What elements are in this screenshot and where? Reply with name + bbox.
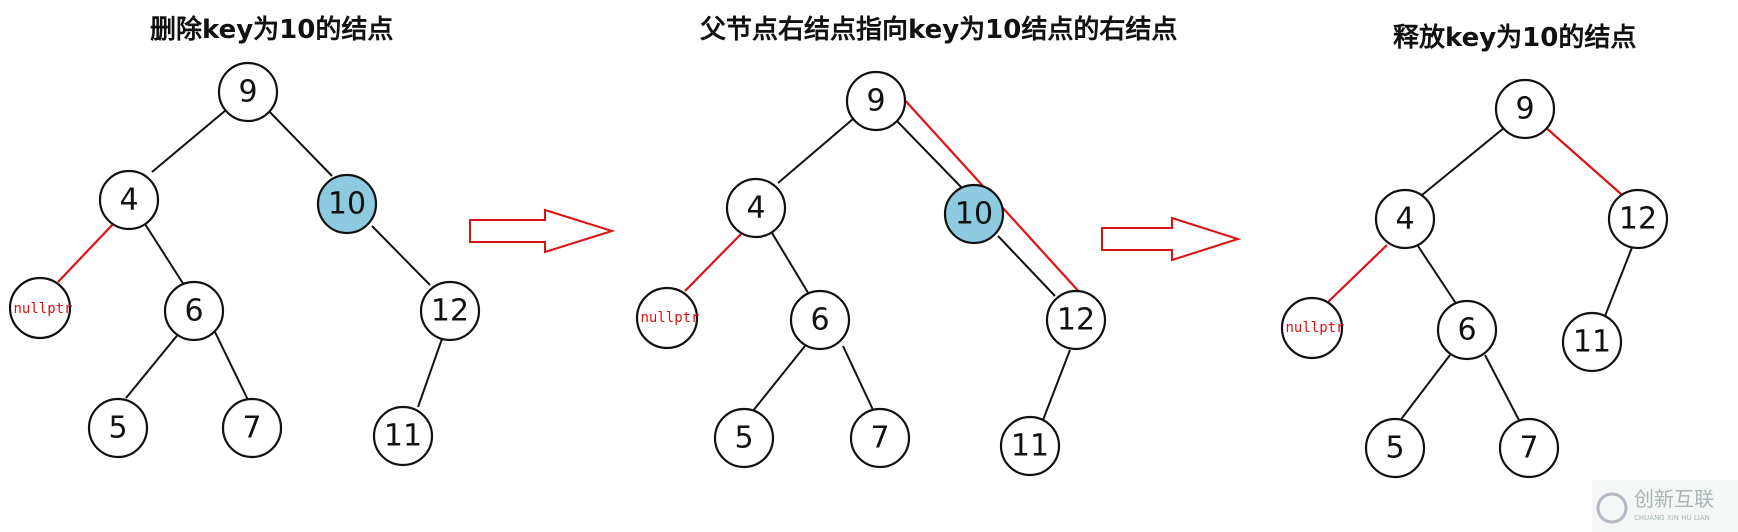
edge-6-7 [842, 345, 875, 413]
panel-1: 删除key为10的结点 9 4 10 nullptr 6 [8, 14, 481, 467]
node-12: 12 [1607, 188, 1669, 250]
node-9-label: 9 [238, 75, 257, 110]
panel-2-title: 父节点右结点指向key为10结点的右结点 [700, 14, 1177, 45]
node-12: 12 [1045, 289, 1107, 351]
nullptr-label: nullptr [13, 301, 72, 317]
node-10-highlighted: 10 [943, 183, 1005, 245]
edge-9-4 [777, 112, 861, 184]
edge-4-null [684, 232, 743, 292]
edge-6-5 [125, 331, 181, 399]
node-6-label: 6 [184, 294, 203, 329]
node-4-label: 4 [119, 183, 138, 218]
node-11-label: 11 [1573, 325, 1611, 360]
edge-6-7 [1484, 354, 1521, 423]
node-5-label: 5 [1385, 431, 1404, 466]
node-12-label: 12 [1057, 303, 1095, 338]
panel-1-title: 删除key为10的结点 [150, 14, 393, 45]
edge-9-10 [262, 104, 333, 177]
edge-4-null [1327, 244, 1388, 303]
node-10-highlighted: 10 [316, 173, 378, 235]
node-11-label: 11 [384, 419, 422, 454]
node-4-label: 4 [746, 191, 765, 226]
edge-9-12 [1543, 125, 1622, 195]
edge-12-11 [1042, 349, 1071, 421]
edge-4-null [57, 221, 116, 283]
node-6-label: 6 [1457, 313, 1476, 348]
watermark-text: 创新互联 [1634, 487, 1714, 511]
edge-6-5 [1398, 354, 1451, 423]
node-7: 7 [221, 397, 283, 459]
node-5: 5 [1364, 417, 1426, 479]
node-12-label: 12 [431, 294, 469, 329]
node-5-label: 5 [108, 411, 127, 446]
node-6-label: 6 [810, 303, 829, 338]
node-10-label: 10 [328, 187, 366, 222]
panel-3: 释放key为10的结点 9 4 12 nullptr 6 1 [1280, 22, 1669, 479]
node-11: 11 [1561, 311, 1623, 373]
node-7: 7 [849, 407, 911, 469]
node-12-label: 12 [1619, 202, 1657, 237]
node-9-label: 9 [1515, 92, 1534, 127]
node-11: 11 [999, 415, 1061, 477]
panel-2: 父节点右结点指向key为10结点的右结点 9 4 10 nullptr 6 [635, 14, 1177, 477]
edge-6-7 [214, 331, 249, 401]
watermark: 创新互联 CHUANG XIN HU LIAN [1592, 480, 1738, 532]
node-null: nullptr [8, 276, 73, 340]
node-7: 7 [1498, 417, 1560, 479]
panel-3-title: 释放key为10的结点 [1393, 22, 1636, 53]
node-12: 12 [419, 280, 481, 342]
edge-4-6 [771, 232, 811, 297]
node-null: nullptr [635, 286, 700, 350]
node-5: 5 [87, 397, 149, 459]
node-4: 4 [1374, 188, 1436, 250]
node-10-label: 10 [955, 197, 993, 232]
node-7-label: 7 [242, 411, 261, 446]
node-6: 6 [163, 280, 225, 342]
nullptr-label: nullptr [640, 310, 699, 326]
watermark-logo-icon [1596, 492, 1628, 524]
node-5: 5 [713, 407, 775, 469]
node-7-label: 7 [870, 421, 889, 456]
arrow-right-icon [1101, 216, 1242, 262]
node-4: 4 [725, 177, 787, 239]
node-4: 4 [98, 169, 160, 231]
node-null: nullptr [1280, 296, 1345, 360]
edge-10-12 [371, 225, 431, 286]
edge-9-4 [1421, 122, 1511, 196]
node-9-label: 9 [866, 84, 885, 119]
node-7-label: 7 [1519, 431, 1538, 466]
node-11-label: 11 [1011, 429, 1049, 464]
edge-4-6 [1417, 245, 1458, 306]
edge-6-5 [751, 345, 806, 413]
node-9: 9 [845, 70, 907, 132]
watermark-background [1592, 480, 1738, 532]
edge-10-12 [997, 235, 1056, 297]
node-5-label: 5 [734, 421, 753, 456]
edge-9-10 [893, 117, 963, 189]
node-6: 6 [789, 289, 851, 351]
node-9: 9 [217, 61, 279, 123]
edge-12-11 [417, 335, 444, 408]
node-11: 11 [372, 405, 434, 467]
arrow-right-icon [469, 208, 616, 254]
node-6: 6 [1436, 299, 1498, 361]
watermark-subtext: CHUANG XIN HU LIAN [1634, 514, 1710, 522]
node-4-label: 4 [1395, 202, 1414, 237]
edge-9-4 [151, 104, 233, 173]
node-9: 9 [1494, 78, 1556, 140]
nullptr-label: nullptr [1285, 320, 1344, 336]
edge-12-11 [1604, 244, 1634, 317]
edge-4-6 [144, 223, 185, 286]
